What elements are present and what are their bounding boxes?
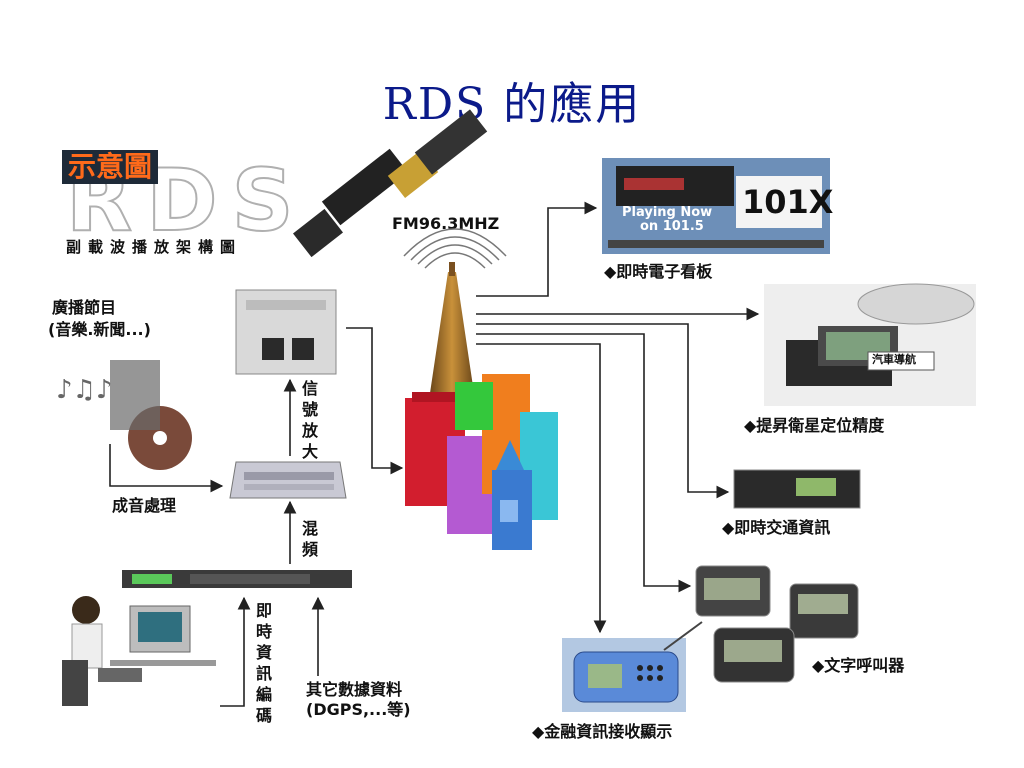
label-signal-amplify: 信號放大	[301, 379, 318, 461]
label-realtime-encode: 即時資訊編碼	[255, 601, 272, 725]
label-program-detail: (音樂.新聞...)	[48, 320, 151, 339]
car-navigation-icon	[764, 283, 976, 406]
header-subtitle: 副載波播放架構圖	[66, 238, 243, 256]
broadcast-waves-icon	[403, 228, 507, 269]
diagram-badge: 示意圖	[62, 150, 159, 184]
flow-arrows	[109, 201, 760, 707]
frequency-label: FM96.3MHZ	[392, 214, 500, 233]
satellite-icon	[293, 109, 488, 258]
label-other-data-detail: (DGPS,...等)	[306, 700, 411, 719]
car-radio-icon	[733, 469, 861, 509]
billboard-icon	[602, 158, 830, 254]
label-mixing-frequency: 混頻	[301, 519, 318, 559]
city-tower-icon	[405, 262, 558, 550]
label-program: 廣播節目	[52, 298, 117, 317]
finance-receiver-icon	[562, 621, 703, 712]
label-pager: ◆文字呼叫器	[812, 656, 905, 675]
operator-computer-icon	[62, 596, 216, 706]
svg-text:♪♫♪: ♪♫♪	[56, 375, 113, 405]
car-nav-label: 汽車導航	[872, 353, 916, 366]
label-traffic: ◆即時交通資訊	[722, 518, 831, 537]
billboard-brand: 101X	[742, 183, 834, 221]
rds-header-graphic: RDS 示意圖 副載波播放架構圖	[60, 148, 310, 258]
page-title: RDS 的應用	[382, 79, 642, 130]
audio-mixer-icon	[229, 461, 347, 499]
billboard-text-line1: Playing Now	[622, 205, 713, 220]
pager-icon	[695, 565, 859, 683]
label-mixing-process: 成音處理	[112, 496, 177, 515]
label-positioning: ◆提昇衛星定位精度	[744, 416, 885, 435]
amplifier-rack-icon	[235, 289, 337, 375]
label-finance: ◆金融資訊接收顯示	[532, 722, 673, 741]
label-other-data: 其它數據資料	[306, 680, 403, 699]
rds-encoder-icon	[122, 570, 352, 588]
label-billboard: ◆即時電子看板	[604, 262, 713, 281]
music-cd-icon: ♪♫♪	[56, 360, 192, 470]
billboard-text-line2: on 101.5	[640, 219, 704, 234]
